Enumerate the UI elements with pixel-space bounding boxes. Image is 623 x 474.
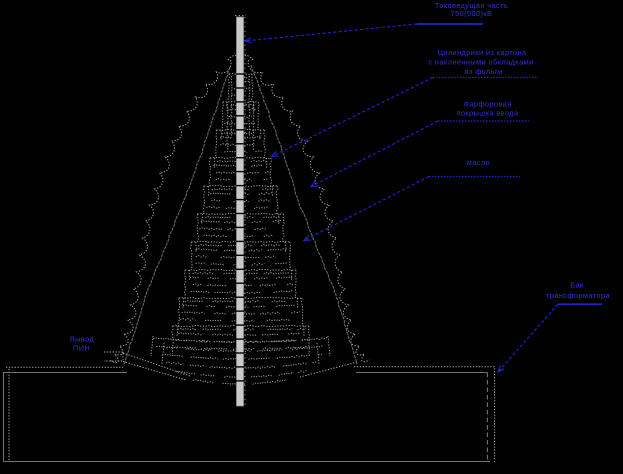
svg-text:Вывод: Вывод [70, 335, 95, 344]
svg-text:Цилиндрики из картона: Цилиндрики из картона [437, 48, 527, 57]
svg-text:трансформатора: трансформатора [546, 291, 610, 300]
svg-text:масло: масло [467, 158, 490, 167]
svg-text:из фольги: из фольги [464, 67, 502, 76]
svg-text:ПИН: ПИН [73, 344, 90, 353]
svg-text:Фарфоровая: Фарфоровая [463, 100, 511, 109]
svg-text:750(500)кВ: 750(500)кВ [451, 9, 493, 18]
svg-text:Бак: Бак [570, 281, 584, 290]
svg-text:Токоведущая часть: Токоведущая часть [435, 1, 508, 10]
svg-text:покрышка ввода: покрышка ввода [457, 109, 519, 118]
svg-text:с наклеенными обкладками: с наклеенными обкладками [428, 58, 533, 67]
